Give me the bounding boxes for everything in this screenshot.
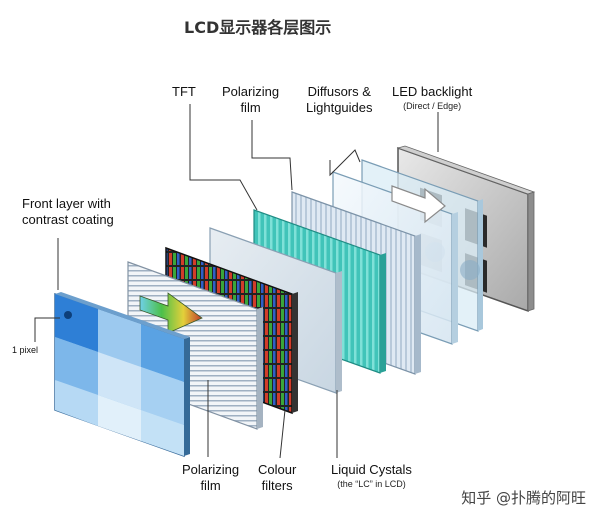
label-liquid-crystals: Liquid Cystals (the “LC” in LCD) [331,462,412,490]
label-diffusors-line1: Diffusors & [307,84,371,99]
label-colour-line1: Colour [258,462,297,477]
front-layer-blue [54,292,190,458]
leader-lines [34,104,439,459]
light-colored-arrow [139,292,203,334]
label-liquid-sub: (the “LC” in LCD) [337,479,406,489]
label-colour-line2: filters [261,478,293,493]
label-front-layer: Front layer with contrast coating [22,196,114,228]
label-polarizing-film-bottom: Polarizing film [182,462,239,494]
label-polarizing-film-top: Polarizing film [222,84,279,116]
label-tft-text: TFT [172,84,196,99]
label-led-backlight: LED backlight (Direct / Edge) [392,84,472,112]
label-pixel-text: 1 pixel [12,345,39,355]
label-polarizing-bottom-line2: film [200,478,221,493]
light-direction-arrow [391,185,446,224]
label-front-line1: Front layer with [22,196,111,211]
label-diffusors: Diffusors & Lightguides [306,84,373,116]
label-1-pixel: 1 pixel [12,342,38,358]
label-tft: TFT [172,84,196,100]
label-polarizing-bottom-line1: Polarizing [182,462,240,477]
label-liquid-line1: Liquid Cystals [331,462,412,477]
label-diffusors-line2: Lightguides [306,100,373,115]
label-front-line2: contrast coating [22,212,114,227]
label-led-line1: LED backlight [392,84,473,99]
label-polarizing-top-line2: film [240,100,261,115]
label-colour-filters: Colour filters [258,462,296,494]
diagram-title: LCD显示器各层图示 [184,18,332,37]
label-polarizing-top-line1: Polarizing [222,84,280,99]
watermark-text: 知乎 @扑腾的阿旺 [461,489,586,507]
label-led-sub: (Direct / Edge) [403,101,462,111]
